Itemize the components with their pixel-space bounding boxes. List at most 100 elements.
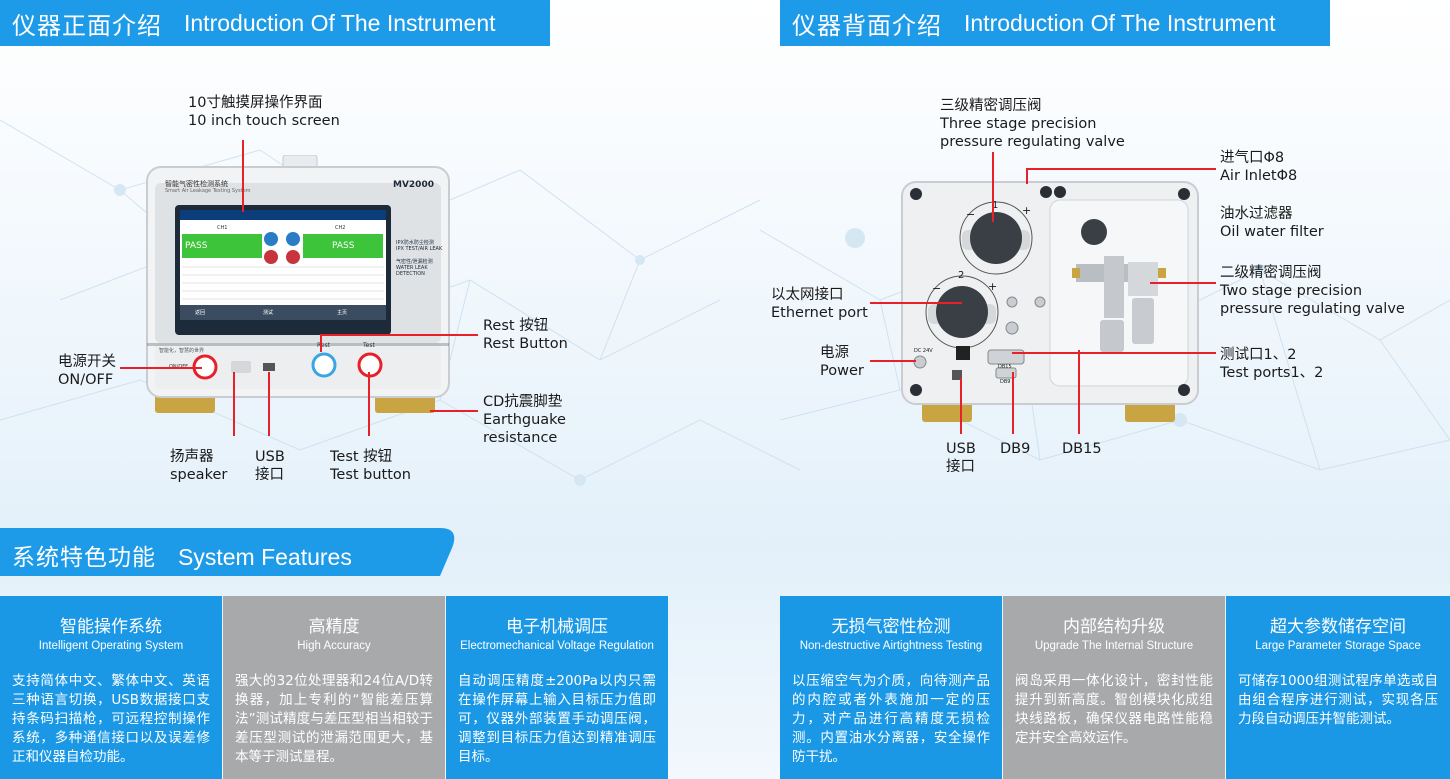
- feature-6-title: 超大参数储存空间: [1270, 617, 1406, 637]
- callout-line-rest-v: [320, 334, 322, 352]
- side-2: IPX TEST/AIR LEAK: [396, 246, 443, 252]
- label-valve3-en1: Three stage precision: [940, 116, 1097, 132]
- screen-btn-test[interactable]: 测试: [263, 310, 274, 316]
- label-ports: 测试口1、2 Test ports1、2: [1220, 346, 1323, 382]
- feature-card-4: 无损气密性检测 Non-destructive Airtightness Tes…: [780, 596, 1002, 779]
- label-usb-back-en: 接口: [946, 459, 975, 475]
- callout-line-valve2: [1150, 282, 1216, 284]
- label-db9: DB9: [1000, 441, 1031, 457]
- knob-1-plus: +: [1022, 204, 1032, 217]
- callout-line-inlet-v: [1026, 168, 1028, 184]
- label-valve2-en2: pressure regulating valve: [1220, 301, 1405, 317]
- feature-2-subtitle: High Accuracy: [297, 640, 371, 652]
- label-speaker-cn: 扬声器: [170, 449, 214, 465]
- label-speaker: 扬声器 speaker: [170, 448, 227, 484]
- label-valve2-en1: Two stage precision: [1220, 283, 1363, 299]
- feature-4-title: 无损气密性检测: [831, 617, 951, 637]
- device-slogan: 智能化，智慧的世界: [159, 348, 205, 354]
- feature-3-body: 自动调压精度±200Pa以内只需在操作屏幕上输入目标压力值即可，仪器外部装置手动…: [458, 673, 656, 765]
- callout-line-power: [120, 367, 202, 369]
- ch2-label: CH2: [335, 225, 346, 231]
- side-1: IPX防水防尘检测: [396, 240, 434, 246]
- pass-right: PASS: [332, 241, 355, 251]
- label-eth: 以太网接口 Ethernet port: [771, 286, 868, 322]
- screen-btn-home[interactable]: 主页: [337, 310, 348, 316]
- back-header-en: Introduction Of The Instrument: [964, 9, 1276, 36]
- db15-device-label: DB15: [998, 364, 1012, 370]
- label-rest-en: Rest Button: [483, 336, 568, 352]
- knob-2-plus: +: [988, 280, 998, 293]
- knob-1-number: 1: [992, 200, 999, 211]
- feature-5-subtitle: Upgrade The Internal Structure: [1034, 640, 1194, 652]
- dc-label: DC 24V: [914, 348, 933, 354]
- device-brand: 智能气密性检测系统: [165, 180, 228, 188]
- feature-2-title: 高精度: [308, 617, 360, 637]
- label-filter: 油水过滤器 Oil water filter: [1220, 205, 1324, 241]
- back-header: 仪器背面介绍 Introduction Of The Instrument: [780, 0, 1330, 46]
- feature-5-body: 阀岛采用一体化设计，密封性能提升到新高度。智创模块化成组块线路板，确保仪器电路性…: [1015, 673, 1213, 746]
- ch1-label: CH1: [217, 225, 228, 231]
- feature-6-body: 可储存1000组测试程序单选或自由组合程序进行测试，实现各压力段自动调压并智能测…: [1238, 673, 1438, 727]
- feature-card-6: 超大参数储存空间 Large Parameter Storage Space 可…: [1226, 596, 1450, 779]
- feature-3-subtitle: Electromechanical Voltage Regulation: [460, 640, 654, 652]
- label-speaker-en: speaker: [170, 467, 228, 483]
- label-test-cn: Test 按钮: [330, 449, 393, 465]
- device-model: MV2000: [393, 180, 434, 190]
- feature-card-1: 智能操作系统 Intelligent Operating System 支持简体…: [0, 596, 222, 779]
- callout-line-speaker: [233, 372, 235, 436]
- label-test-en: Test button: [330, 467, 411, 483]
- label-inlet-cn: 进气口Φ8: [1220, 150, 1285, 166]
- callout-line-db9: [1012, 372, 1014, 434]
- feature-5-title: 内部结构升级: [1063, 617, 1165, 637]
- label-filter-en: Oil water filter: [1220, 224, 1324, 240]
- device-rest: Rest: [317, 342, 331, 349]
- label-screen-cn: 10寸触摸屏操作界面: [188, 95, 323, 111]
- callout-line-screen: [242, 140, 244, 212]
- label-valve3-en2: pressure regulating valve: [940, 134, 1125, 150]
- label-usb-front-cn: USB: [255, 449, 285, 465]
- back-device: 1 2 + − + − DC 24V DB15 DB9: [900, 180, 1200, 425]
- feature-1-subtitle: Intelligent Operating System: [38, 640, 184, 652]
- feature-2-body: 强大的32位处理器和24位A/D转换器，加上专利的“智能差压算法”测试精度与差压…: [235, 673, 433, 765]
- label-power-cn: 电源开关: [58, 354, 116, 370]
- callout-line-db15: [1078, 350, 1080, 434]
- feature-1-title: 智能操作系统: [60, 617, 162, 637]
- device-test: Test: [363, 342, 375, 349]
- label-inlet: 进气口Φ8 Air InletΦ8: [1220, 149, 1297, 185]
- side-4: WATER LEAK DETECTION: [396, 265, 428, 277]
- label-valve2-cn: 二级精密调压阀: [1220, 265, 1322, 281]
- label-valve3: 三级精密调压阀 Three stage precision pressure r…: [940, 97, 1125, 151]
- label-foot-cn: CD抗震脚垫: [483, 394, 563, 410]
- feature-card-5: 内部结构升级 Upgrade The Internal Structure 阀岛…: [1003, 596, 1225, 779]
- label-eth-en: Ethernet port: [771, 305, 868, 321]
- label-valve3-cn: 三级精密调压阀: [940, 98, 1042, 114]
- label-usb-back: USB 接口: [946, 440, 976, 476]
- pass-left: PASS: [185, 241, 208, 251]
- features-header-cn: 系统特色功能: [12, 545, 156, 571]
- feature-3-title: 电子机械调压: [506, 617, 608, 637]
- features-header: 系统特色功能 System Features: [0, 528, 460, 576]
- front-header: 仪器正面介绍 Introduction Of The Instrument: [0, 0, 550, 46]
- label-rest: Rest 按钮 Rest Button: [483, 317, 568, 353]
- callout-line-inlet: [1026, 168, 1216, 170]
- feature-6-subtitle: Large Parameter Storage Space: [1255, 640, 1421, 652]
- callout-line-test: [368, 372, 370, 436]
- label-filter-cn: 油水过滤器: [1220, 206, 1293, 222]
- db9-device-label: DB9: [1000, 379, 1011, 385]
- label-power-back-en: Power: [820, 363, 864, 379]
- side-3: 气密性/泄漏检测: [396, 259, 433, 265]
- feature-card-2: 高精度 High Accuracy 强大的32位处理器和24位A/D转换器，加上…: [223, 596, 445, 779]
- device-brand-sub: Smart Air Leakage Testing System: [165, 188, 251, 194]
- callout-line-eth: [870, 302, 962, 304]
- callout-line-ports: [1012, 352, 1216, 354]
- label-screen-en: 10 inch touch screen: [188, 113, 340, 129]
- callout-line-rest: [320, 334, 478, 336]
- label-usb-back-cn: USB: [946, 441, 976, 457]
- label-test: Test 按钮 Test button: [330, 448, 411, 484]
- label-foot: CD抗震脚垫 Earthguake resistance: [483, 393, 566, 447]
- feature-4-subtitle: Non-destructive Airtightness Testing: [799, 640, 983, 652]
- callout-line-power-back: [870, 360, 916, 362]
- screen-btn-back[interactable]: 返回: [195, 310, 206, 316]
- front-header-cn: 仪器正面介绍: [12, 11, 162, 40]
